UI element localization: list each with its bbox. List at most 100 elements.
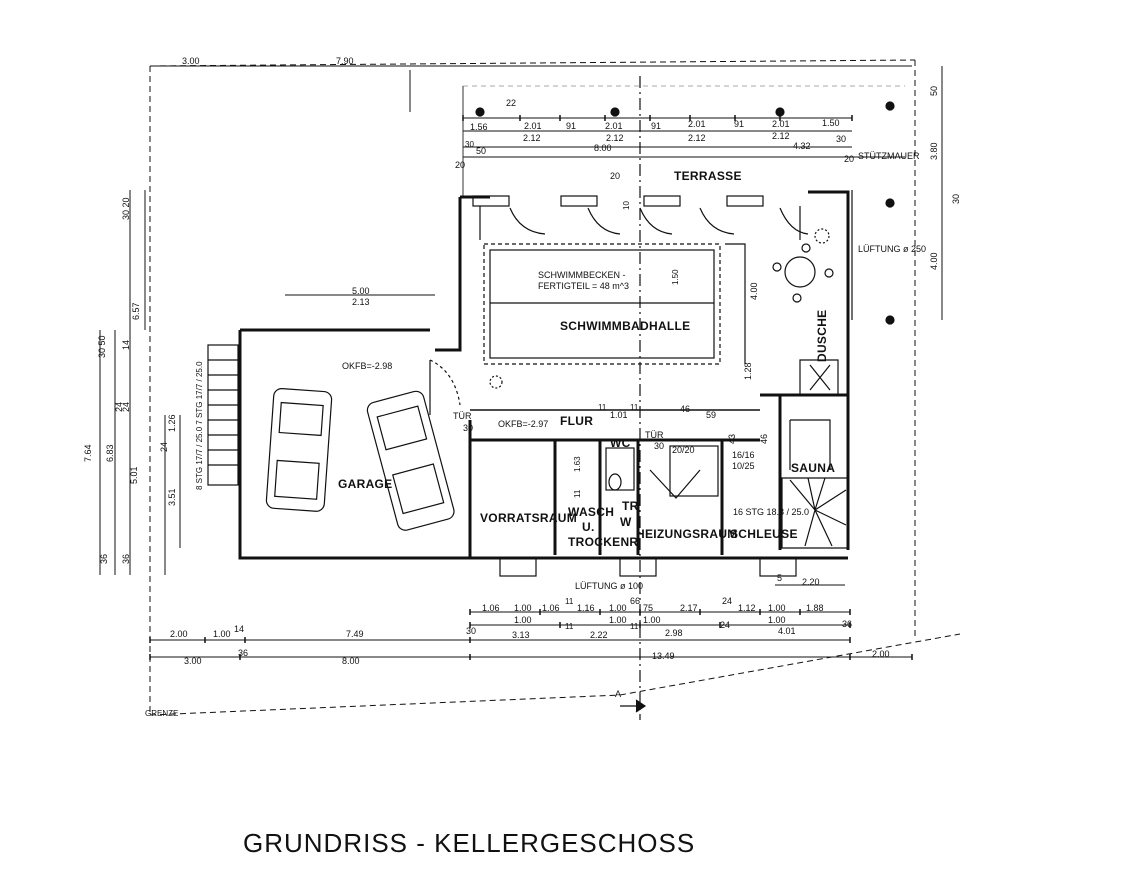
dim-bottom-r1-12: 1.88 [806,603,824,613]
drawing-title: GRUNDRISS - KELLERGESCHOSS [243,828,696,858]
dim-left-l9: 5.01 [129,466,139,484]
dim-left-l13: 24 [159,441,169,452]
dim-left-l12: 36 [121,553,131,564]
note-okfb-garage: OKFB=-2.98 [342,361,393,371]
dim-bottom-r2-0: 30 [466,626,477,636]
dim-bottom-r1-11: 1.00 [768,603,786,613]
dim-tuer-w1: 30 [463,423,474,433]
dim-flur-e: 59 [706,410,717,420]
dim-left-l14: 24 [114,401,124,412]
dim-bottom-r1-9: 24 [722,596,733,606]
note-grenze: GRENZE [145,709,179,718]
dim-left-l2: 6.57 [131,302,141,320]
dim-left-l10: 3.51 [167,488,177,506]
dim-top-a7: 91 [734,119,745,129]
dim-bottom-r2-8: 36 [842,619,853,629]
dim-bottom-ext-220: 2.20 [802,577,820,587]
dim-right-r4: 4.00 [929,252,939,270]
dim-bottom-r3-0: 2.00 [170,629,188,639]
note-heating-3: 10/25 [732,461,755,471]
room-label-terrasse: TERRASSE [674,169,742,183]
dim-left-l1: 30 20 [121,197,131,220]
dim-garage-w1: 5.00 [352,286,370,296]
dim-bottom-r4-2: 13.49 [652,651,675,661]
dim-left-l11: 36 [99,553,109,564]
note-lueftung-100: LÜFTUNG ø 100 [575,581,644,591]
room-label-sauna: SAUNA [791,461,836,475]
dim-flur-b: 1.01 [610,410,628,420]
dim-flur-c: 11 [630,403,639,412]
dim-flur-a: 11 [598,403,607,412]
dim-top-a2: 2.01 [524,121,542,131]
dim-top-b3: 2.12 [688,133,706,143]
dim-top-a9: 1.50 [822,118,840,128]
dim-top-a6: 2.01 [688,119,706,129]
room-label-garage: GARAGE [338,477,393,491]
dim-bottom-r3-3: 7.49 [346,629,364,639]
room-label-tr: TR [622,499,639,513]
dim-top-b2: 2.12 [606,133,624,143]
marker-22: 22 [506,98,517,108]
dim-top-c2: 50 [476,146,487,156]
dim-top-b5: 30 [836,134,847,144]
dim-top-d1: 20 [455,160,466,170]
dim-top-a4: 2.01 [605,121,623,131]
dim-bottom-r1-5: 1.00 [609,603,627,613]
dim-left-l4: 14 [121,339,131,350]
dim-bottom-r4-3: 2.00 [872,649,890,659]
dim-top-a1: 1.56 [470,122,488,132]
dim-bottom-r1b-0: 1.00 [514,615,532,625]
dim-bottom-r2-3: 2.22 [590,630,608,640]
note-tuer-1: TÜR [453,411,472,421]
room-label-heizungsraum: HEIZUNGSRAUM [636,527,738,541]
section-marker: A [615,689,622,699]
room-label-wasch-u: U. [582,520,595,534]
note-heating-2: 16/16 [732,450,755,460]
dim-bottom-r1-8: 2.17 [680,603,698,613]
note-stairs-right: 16 STG 18.8 / 25.0 [733,507,810,517]
dim-bottom-r1b-2: 1.00 [643,615,661,625]
dim-bottom-r1-0: 1.06 [482,603,500,613]
dim-top-c3: 8.00 [594,143,612,153]
dim-bottom-r2-6: 24 [720,620,731,630]
dim-heat-b: 46 [759,433,769,444]
marker-10: 10 [622,201,631,210]
dim-top-a3: 91 [566,121,577,131]
dim-left-l8: 6.83 [105,444,115,462]
dim-right-r2: 3.80 [929,142,939,160]
dim-bottom-r3-1: 1.00 [213,629,231,639]
dim-bottom-r3-2: 14 [234,624,245,634]
dim-wc-h: 1.63 [573,456,582,472]
room-label-flur: FLUR [560,414,594,428]
dim-bottom-r4-1: 8.00 [342,656,360,666]
dim-bottom-r1-3: 11 [565,597,574,606]
room-label-vorratsraum: VORRATSRAUM [480,511,578,525]
dim-top-c1: 30 [465,140,474,149]
dim-top-a5: 91 [651,121,662,131]
room-label-wc: WC [610,436,631,450]
dim-bottom-r1b-1: 1.00 [609,615,627,625]
pool-label-line2: FERTIGTEIL = 48 m^3 [538,281,630,291]
dim-left-l7: 7.64 [83,444,93,462]
pool-label-line1: SCHWIMMBECKEN - [538,270,626,280]
dim-top-c4: 4.32 [793,141,811,151]
dim-bottom-r1-6: 66 [630,596,641,606]
note-lueftung-250: LÜFTUNG ø 250 [858,244,927,254]
note-okfb-flur: OKFB=-2.97 [498,419,549,429]
dim-bottom-r1-4: 1.16 [577,603,595,613]
note-heating-1: 20/20 [672,445,695,455]
dim-garage-w2: 2.13 [352,297,370,307]
note-stairs-left: 8 STG 17/7 / 25.0 7 STG 17/7 / 25.0 [195,361,204,490]
dim-bottom-r2-4: 11 [630,622,639,631]
dim-bottom-r1-1: 1.00 [514,603,532,613]
room-label-schwimmbadhalle: SCHWIMMBADHALLE [560,319,691,333]
room-label-wasch: WASCH [568,505,615,519]
dim-right-r3: 30 [951,193,961,204]
dim-bottom-r1-10: 1.12 [738,603,756,613]
marker-20: 20 [610,171,621,181]
room-label-schleuse: SCHLEUSE [730,527,798,541]
dim-bottom-r4-0: 3.00 [184,656,202,666]
dim-bottom-r2-5: 2.98 [665,628,683,638]
dim-top-left: 3.00 [182,56,200,66]
